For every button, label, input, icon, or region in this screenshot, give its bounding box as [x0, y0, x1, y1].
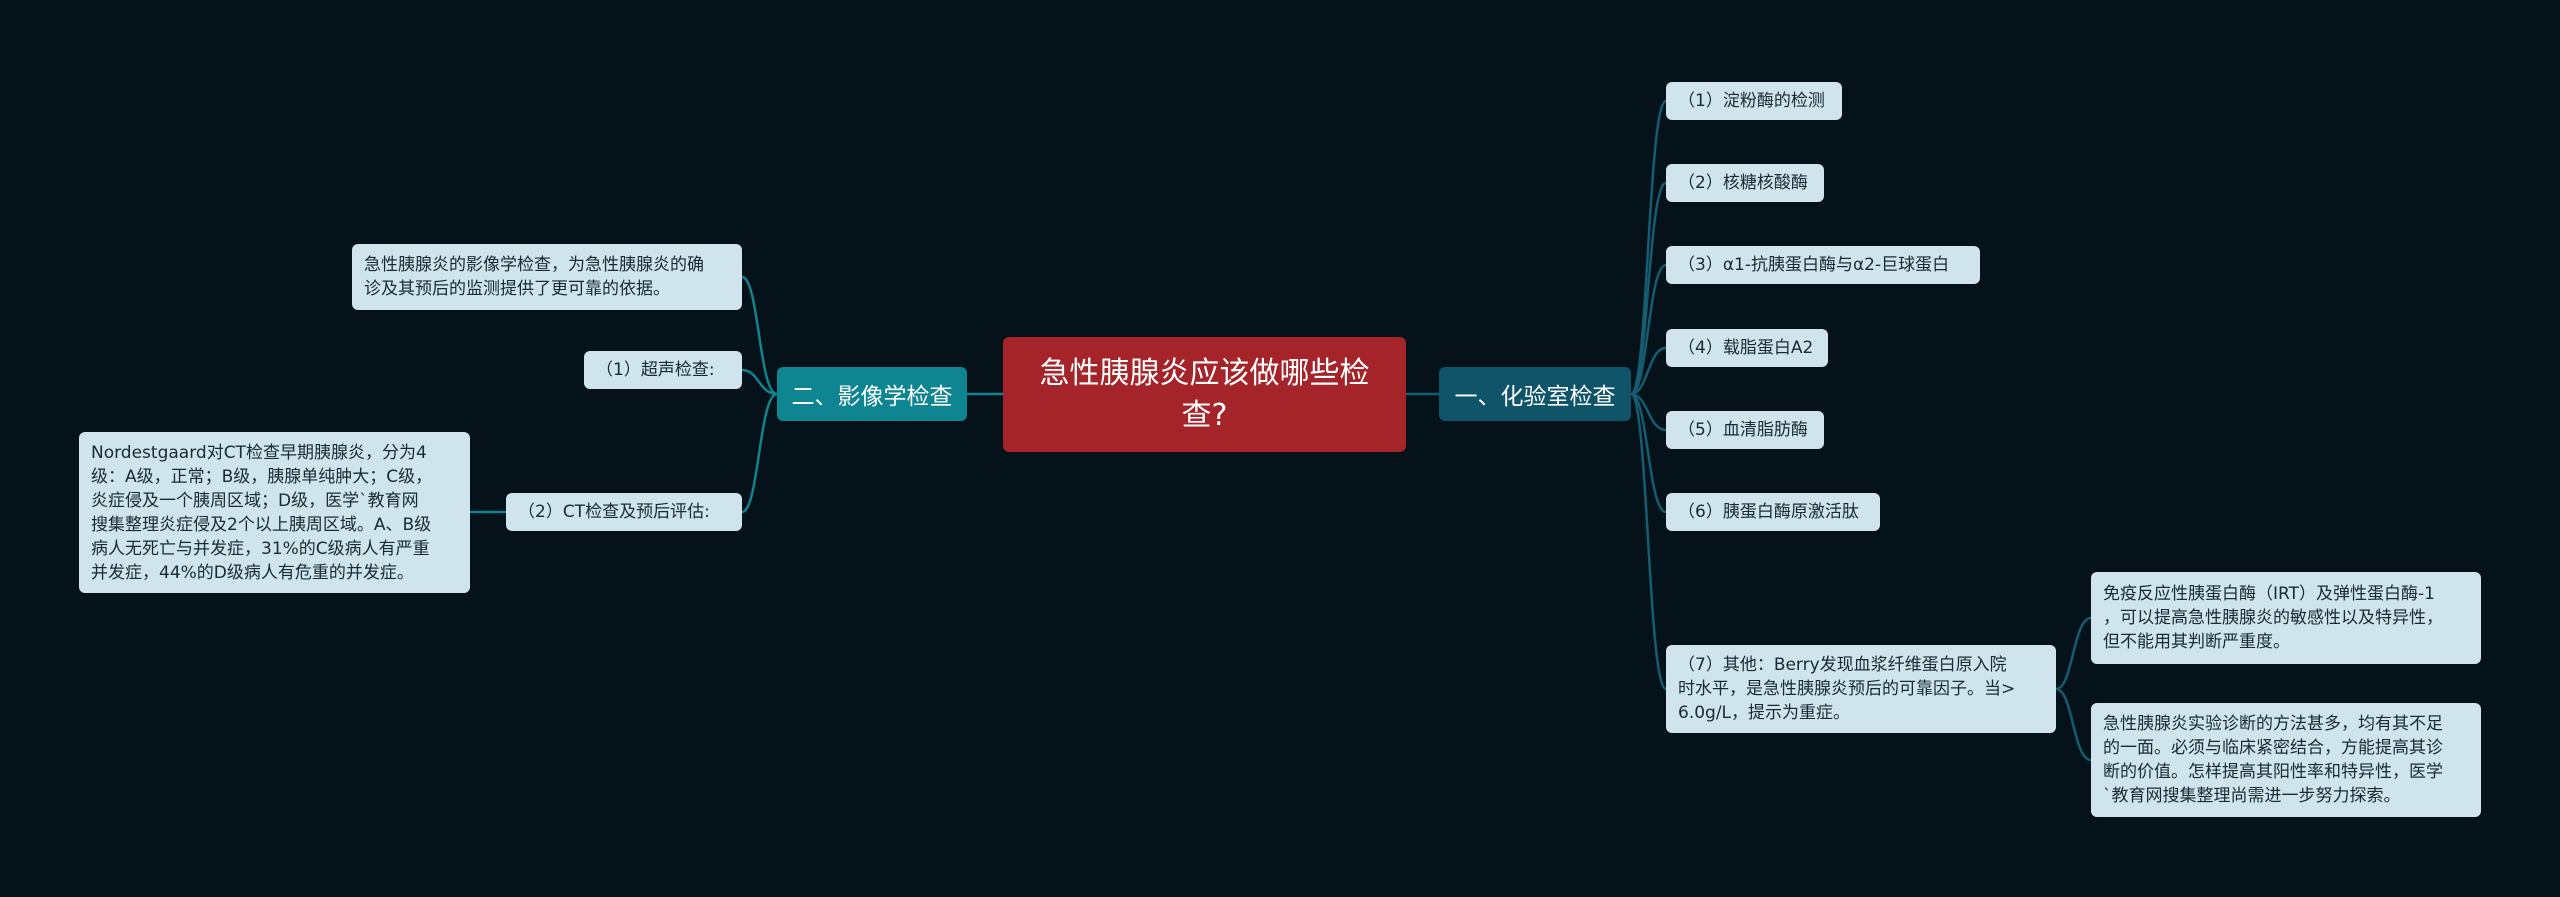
lab-note-summary[interactable]: 急性胰腺炎实验诊断的方法甚多，均有其不足 的一面。必须与临床紧密结合，方能提高其…	[2091, 703, 2481, 817]
connector-right-apolipoprotein	[1629, 346, 1668, 396]
branch-imaging[interactable]: 二、影像学检查	[777, 367, 967, 421]
lab-item-amylase[interactable]: （1）淀粉酶的检测	[1666, 82, 1842, 120]
connector-right-antitrypsin	[1629, 263, 1668, 396]
connector-left-ultrasound	[740, 368, 779, 396]
lab-item-antitrypsin[interactable]: （3）α1-抗胰蛋白酶与α2-巨球蛋白	[1666, 246, 1980, 284]
lab-item-lipase[interactable]: （5）血清脂肪酶	[1666, 411, 1824, 449]
connector-other-irt	[2054, 616, 2093, 691]
lab-note-irt[interactable]: 免疫反应性胰蛋白酶（IRT）及弹性蛋白酶-1 ，可以提高急性胰腺炎的敏感性以及特…	[2091, 572, 2481, 664]
imaging-ultrasound[interactable]: （1）超声检查:	[584, 351, 742, 389]
lab-item-ribonuclease[interactable]: （2）核糖核酸酶	[1666, 164, 1824, 202]
lab-item-tap[interactable]: （6）胰蛋白酶原激活肽	[1666, 493, 1880, 531]
branch-lab-tests[interactable]: 一、化验室检查	[1439, 367, 1631, 421]
imaging-intro[interactable]: 急性胰腺炎的影像学检查，为急性胰腺炎的确 诊及其预后的监测提供了更可靠的依据。	[352, 244, 742, 310]
connector-right-ribonuclease	[1629, 181, 1668, 396]
connector-other-summary	[2054, 687, 2093, 762]
imaging-ct-grading[interactable]: Nordestgaard对CT检查早期胰腺炎，分为4 级：A级，正常；B级，胰腺…	[79, 432, 470, 593]
imaging-ct[interactable]: （2）CT检查及预后评估:	[506, 493, 742, 531]
root-topic[interactable]: 急性胰腺炎应该做哪些检 查?	[1003, 337, 1406, 452]
connector-left-ct	[740, 392, 779, 514]
connector-right-other	[1629, 392, 1668, 691]
lab-item-other[interactable]: （7）其他：Berry发现血浆纤维蛋白原入院 时水平，是急性胰腺炎预后的可靠因子…	[1666, 645, 2056, 733]
connector-right-tap	[1629, 392, 1668, 514]
lab-item-apolipoprotein[interactable]: （4）载脂蛋白A2	[1666, 329, 1828, 367]
connector-left-intro	[740, 275, 779, 396]
